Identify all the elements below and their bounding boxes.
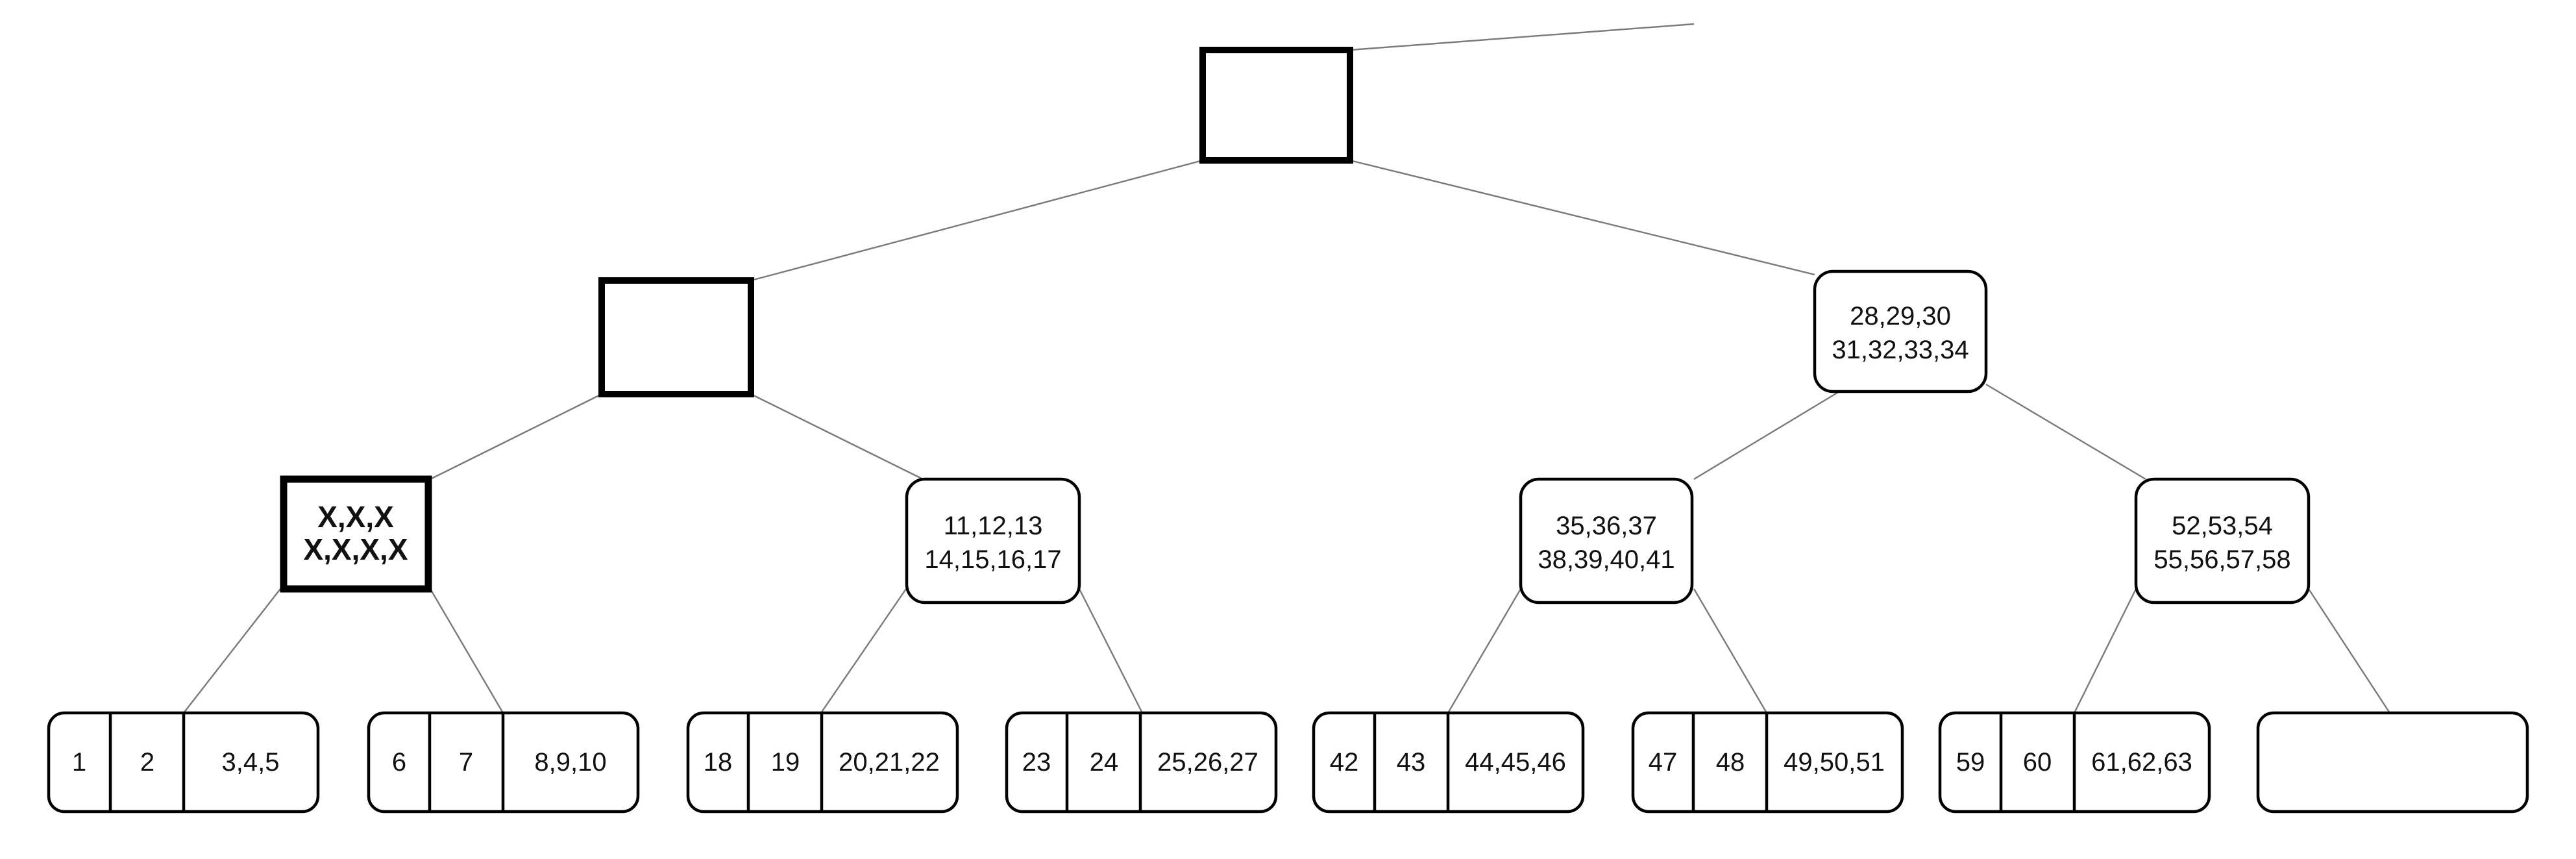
leaf-6-cell-3: 49,50,51 <box>1784 748 1885 777</box>
leaf-node-4: 23 24 25,26,27 <box>1005 711 1278 814</box>
level3-x-line-1: X,X,X <box>317 500 394 534</box>
edge-root-left <box>750 159 1203 282</box>
leaf-node-7: 59 60 61,62,63 <box>1938 711 2211 814</box>
level3-52-line-1: 52,53,54 <box>2172 512 2273 540</box>
leaf-node-2: 6 7 8,9,10 <box>367 711 640 814</box>
leaf-node-5: 42 43 44,45,46 <box>1312 711 1585 814</box>
edge-right-35 <box>1693 390 1840 480</box>
leaf-1-cell-1: 1 <box>72 748 86 777</box>
leaf-3-cell-2: 19 <box>771 748 800 777</box>
level3-11-line-2: 14,15,16,17 <box>924 545 1061 574</box>
level3-52-line-2: 55,56,57,58 <box>2153 545 2290 574</box>
edge-35-leaf5 <box>1447 588 1522 714</box>
root-node <box>1199 47 1353 164</box>
leaf-2-cell-2: 7 <box>459 748 473 777</box>
leaf-5-cell-3: 44,45,46 <box>1465 748 1566 777</box>
right-internal-node: 28,29,30 31,32,33,34 <box>1813 269 1988 393</box>
leaf-4-cell-3: 25,26,27 <box>1157 748 1258 777</box>
level3-node-11: 11,12,13 14,15,16,17 <box>905 477 1081 604</box>
leaf-6-cell-2: 48 <box>1716 748 1745 777</box>
edge-left-x <box>430 393 602 480</box>
edge-35-leaf6 <box>1693 588 1768 714</box>
edge-left-11 <box>750 393 924 480</box>
edge-root-parent <box>1349 23 1695 51</box>
edge-52-leaf7 <box>2073 588 2137 714</box>
edge-x-leaf1 <box>183 588 281 714</box>
level3-node-52: 52,53,54 55,56,57,58 <box>2134 477 2311 604</box>
edge-52-leaf8 <box>2307 588 2391 714</box>
edge-11-leaf3 <box>820 588 907 714</box>
right-internal-line-2: 31,32,33,34 <box>1832 336 1969 364</box>
edge-11-leaf4 <box>1078 588 1144 714</box>
edge-x-leaf2 <box>429 588 504 714</box>
leaf-node-8-empty <box>2256 711 2529 814</box>
leaf-node-3: 18 19 20,21,22 <box>686 711 959 814</box>
leaf-1-cell-3: 3,4,5 <box>222 748 280 777</box>
leaf-3-cell-1: 18 <box>704 748 733 777</box>
leaf-3-cell-3: 20,21,22 <box>839 748 940 777</box>
leaf-4-cell-1: 23 <box>1022 748 1051 777</box>
level3-35-line-2: 38,39,40,41 <box>1538 545 1674 574</box>
left-internal-node <box>598 277 754 397</box>
leaf-node-6: 47 48 49,50,51 <box>1631 711 1904 814</box>
leaf-2-cell-3: 8,9,10 <box>534 748 606 777</box>
level3-x-line-2: X,X,X,X <box>303 532 408 566</box>
edge-root-right <box>1349 159 1815 276</box>
edge-right-52 <box>1985 383 2146 480</box>
level3-node-x: X,X,X X,X,X,X <box>280 475 432 593</box>
leaf-7-cell-3: 61,62,63 <box>2091 748 2192 777</box>
level3-11-line-1: 11,12,13 <box>944 512 1043 540</box>
leaf-6-cell-1: 47 <box>1649 748 1678 777</box>
right-internal-line-1: 28,29,30 <box>1850 302 1951 330</box>
level3-node-35: 35,36,37 38,39,40,41 <box>1519 477 1694 604</box>
leaf-5-cell-1: 42 <box>1330 748 1359 777</box>
leaf-7-cell-1: 59 <box>1956 748 1985 777</box>
leaf-2-cell-1: 6 <box>392 748 406 777</box>
leaf-node-1: 1 2 3,4,5 <box>47 711 320 814</box>
leaf-5-cell-2: 43 <box>1397 748 1426 777</box>
level3-35-line-1: 35,36,37 <box>1556 512 1657 540</box>
leaf-1-cell-2: 2 <box>140 748 154 777</box>
leaf-4-cell-2: 24 <box>1090 748 1119 777</box>
leaf-7-cell-2: 60 <box>2023 748 2052 777</box>
tree-edges <box>183 23 2391 714</box>
